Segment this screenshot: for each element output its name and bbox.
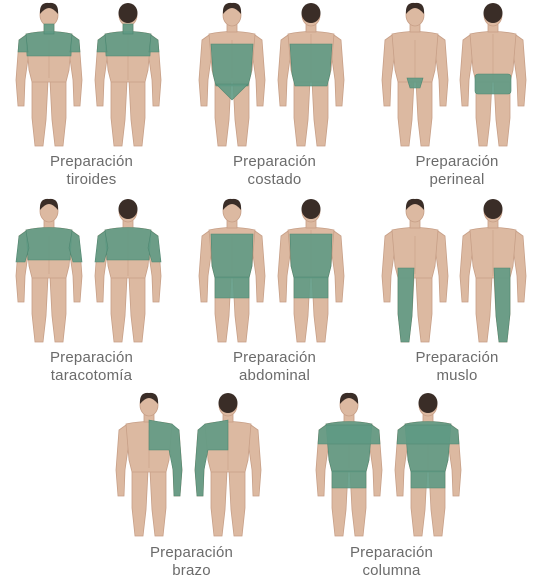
figure-back [278, 199, 344, 342]
perineal-prep-figures [366, 0, 548, 150]
prep-area-trunk [211, 44, 253, 86]
panel-thigh-prep: Preparación muslo [366, 196, 548, 391]
prep-area-chest [26, 228, 72, 261]
figure-back [95, 199, 161, 342]
figure-back [95, 3, 161, 146]
prep-area-torso [211, 234, 253, 278]
figure-front [116, 393, 182, 536]
figure-front [199, 199, 265, 342]
flank-prep-caption: Preparación costado [183, 153, 366, 189]
thyroid-prep-caption: Preparación tiroides [0, 153, 183, 189]
figure-back [395, 393, 461, 536]
prep-area-leg [494, 268, 510, 342]
prep-area-leg [398, 268, 414, 342]
thigh-prep-figures [366, 196, 548, 346]
caption-line1: Preparación [0, 349, 183, 367]
prep-area-neck [44, 24, 54, 34]
caption-line2: columna [300, 562, 483, 580]
prep-area-perineum [407, 78, 423, 88]
flank-prep-figures [183, 0, 366, 150]
figure-back [460, 3, 526, 146]
thoracotomy-prep-caption: Preparación taracotomía [0, 349, 183, 385]
prep-area-chest [105, 228, 151, 261]
thyroid-prep-figures [0, 0, 183, 150]
panel-arm-prep: Preparación brazo [100, 390, 283, 583]
caption-line2: tiroides [0, 171, 183, 189]
caption-line2: taracotomía [0, 367, 183, 385]
figure-front [199, 3, 265, 146]
abdominal-prep-caption: Preparación abdominal [183, 349, 366, 385]
prep-area-upper-thighs [411, 471, 445, 488]
panel-flank-prep: Preparación costado [183, 0, 366, 195]
panel-perineal-prep: Preparación perineal [366, 0, 548, 195]
caption-line1: Preparación [183, 349, 366, 367]
caption-line2: perineal [366, 171, 548, 189]
prep-area-right-shoulder [149, 35, 159, 52]
caption-line1: Preparación [366, 349, 548, 367]
caption-line2: brazo [100, 562, 283, 580]
abdominal-prep-figures [183, 196, 366, 346]
prep-area-buttocks [475, 74, 511, 94]
thigh-prep-caption: Preparación muslo [366, 349, 548, 385]
prep-area-trunk [290, 44, 332, 86]
thoracotomy-prep-figures [0, 196, 183, 346]
spine-prep-caption: Preparación columna [300, 544, 483, 580]
caption-line2: costado [183, 171, 366, 189]
caption-line1: Preparación [300, 544, 483, 562]
prep-area-upper-thighs [294, 277, 328, 298]
prep-area-upper-torso [105, 32, 151, 57]
prep-area-shoulders [397, 425, 459, 444]
figure-front [382, 199, 448, 342]
caption-line1: Preparación [0, 153, 183, 171]
figure-front [16, 3, 82, 146]
caption-line1: Preparación [100, 544, 283, 562]
spine-prep-figures [300, 390, 483, 540]
prep-area-torso [290, 234, 332, 278]
prep-area-right-shoulder [70, 35, 80, 52]
prep-area-upper-thighs [332, 471, 366, 488]
figure-front [382, 3, 448, 146]
prep-area-left-shoulder [18, 35, 28, 52]
figure-back [278, 3, 344, 146]
panel-thyroid-prep: Preparación tiroides [0, 0, 183, 195]
figure-front [16, 199, 82, 342]
figure-front [316, 393, 382, 536]
caption-line2: abdominal [183, 367, 366, 385]
prep-area-upper-thighs [215, 277, 249, 298]
caption-line2: muslo [366, 367, 548, 385]
arm-prep-caption: Preparación brazo [100, 544, 283, 580]
figure-back [195, 393, 261, 536]
prep-area-upper-torso [26, 32, 72, 57]
panel-abdominal-prep: Preparación abdominal [183, 196, 366, 391]
panel-spine-prep: Preparación columna [300, 390, 483, 583]
prep-area-neck [123, 24, 133, 34]
arm-prep-figures [100, 390, 283, 540]
prep-area-left-shoulder [97, 35, 107, 52]
caption-line1: Preparación [183, 153, 366, 171]
panel-thoracotomy-prep: Preparación taracotomía [0, 196, 183, 391]
prep-area-shoulders [318, 425, 380, 444]
figure-back [460, 199, 526, 342]
caption-line1: Preparación [366, 153, 548, 171]
perineal-prep-caption: Preparación perineal [366, 153, 548, 189]
